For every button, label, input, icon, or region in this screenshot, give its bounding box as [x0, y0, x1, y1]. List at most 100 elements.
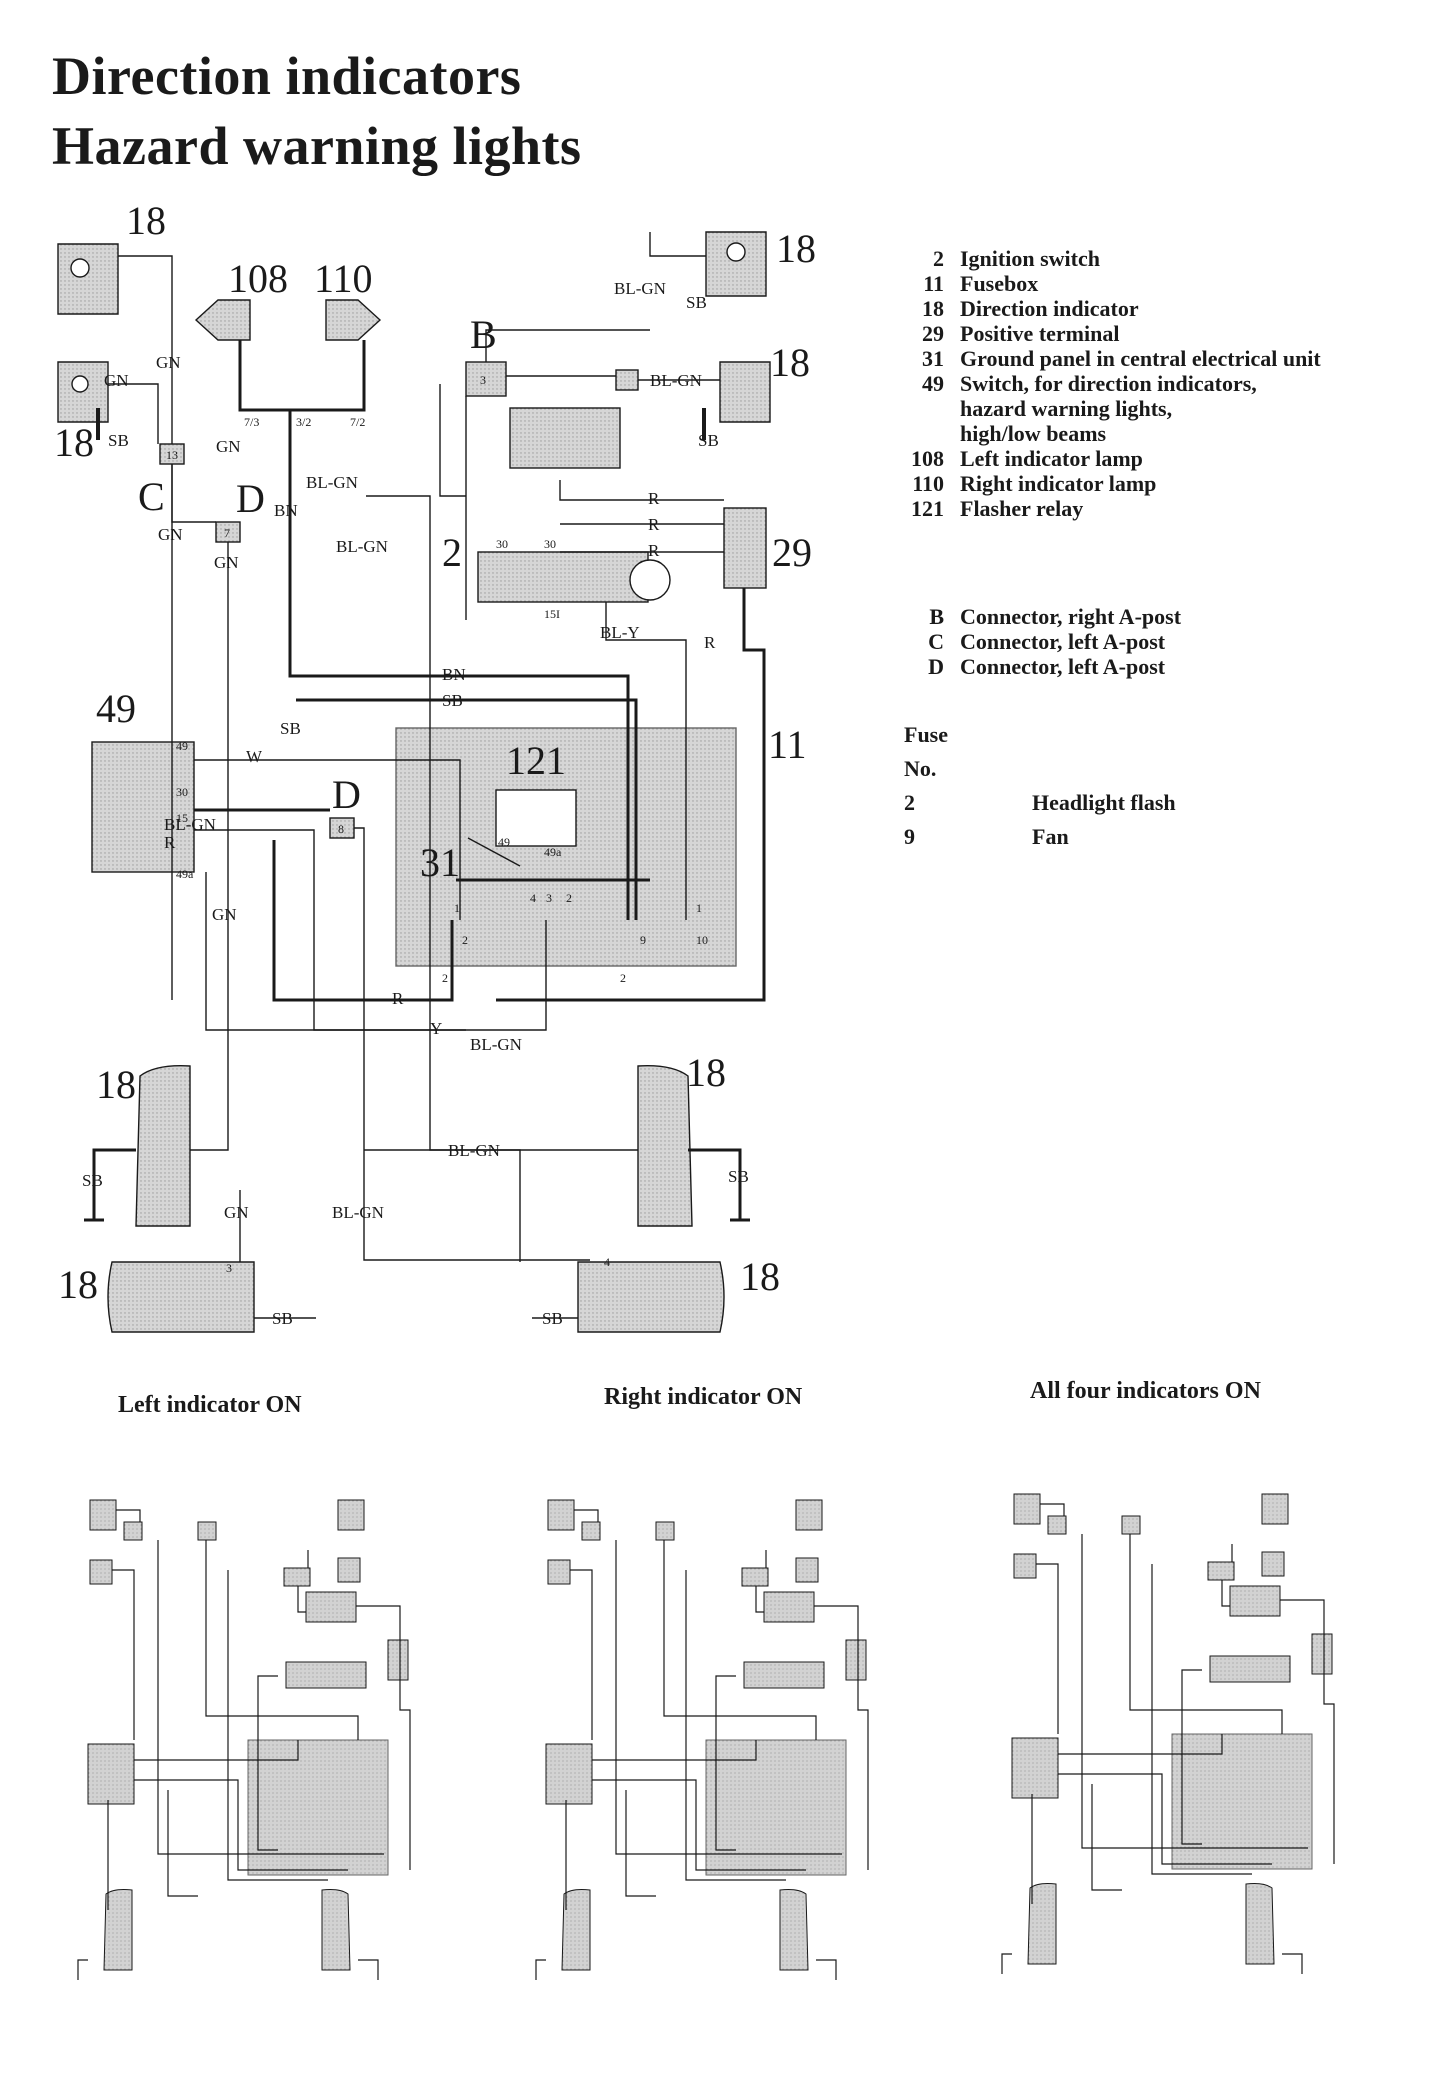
connector-text: Connector, left A-post — [960, 654, 1166, 679]
pin-3: 3 — [546, 891, 552, 905]
wire-label-gn: GN — [156, 353, 181, 372]
legend-text: Right indicator lamp — [960, 471, 1157, 496]
label-18: 18 — [58, 1262, 98, 1307]
left-indicator-lamp-108 — [194, 299, 251, 341]
label-18: 18 — [96, 1062, 136, 1107]
legend-row: 121 Flasher relay — [882, 496, 1321, 521]
wire — [118, 255, 173, 444]
bulb-icon — [726, 242, 746, 262]
pin-30: 30 — [176, 785, 188, 799]
pin-30: 30 — [496, 537, 508, 551]
legend-text: Ground panel in central electrical unit — [960, 346, 1321, 371]
wire — [194, 759, 461, 920]
wire-label-sb: SB — [728, 1167, 749, 1186]
connector-code: D — [928, 654, 944, 679]
wire-label-gn: GN — [216, 437, 241, 456]
page-title-line-2: Hazard warning lights — [52, 116, 582, 176]
caption-right-indicator: Right indicator ON — [604, 1384, 803, 1410]
pin-2: 2 — [620, 971, 626, 985]
fuse-number: 9 — [904, 824, 915, 849]
label-18: 18 — [126, 198, 166, 243]
label-c: C — [138, 474, 165, 519]
wire-label-gn: GN — [224, 1203, 249, 1222]
wire-label-y: Y — [430, 1019, 442, 1038]
pin-3: 3 — [480, 373, 486, 387]
ground-wire — [688, 1148, 742, 1220]
wire-label-sb: SB — [442, 691, 463, 710]
pin-7: 7 — [224, 526, 230, 540]
relay-contact — [467, 837, 521, 867]
legend-text: Fusebox — [960, 271, 1039, 296]
legend-row: 110 Right indicator lamp — [882, 471, 1321, 496]
legend-number: 49 — [922, 371, 944, 396]
wire-label-sb: SB — [82, 1171, 103, 1190]
legend-number: 29 — [922, 321, 944, 346]
wire — [366, 495, 638, 1151]
pin-3-2: 3/2 — [296, 415, 311, 429]
fuse-header: Fuse — [904, 722, 948, 747]
wire-label-bl-gn: BL-GN — [614, 279, 666, 298]
pin-4: 4 — [604, 1255, 610, 1269]
ignition-switch — [477, 551, 649, 603]
wire — [354, 827, 590, 1261]
pin-15: 15 — [176, 811, 188, 825]
pin-49a: 49a — [544, 845, 562, 859]
wire — [439, 384, 466, 497]
legend-number: 121 — [911, 496, 944, 521]
wire — [496, 588, 766, 1002]
legend-number: 110 — [912, 471, 944, 496]
connector-block — [615, 369, 639, 391]
ground-wire — [92, 1148, 136, 1220]
bulb-icon — [71, 375, 89, 393]
wire — [238, 340, 366, 412]
label-18: 18 — [740, 1254, 780, 1299]
pin-15i: 15I — [544, 607, 560, 621]
wire-label-r: R — [704, 633, 716, 652]
label-31: 31 — [420, 840, 460, 885]
wire-label-bl-gn: BL-GN — [336, 537, 388, 556]
label-2: 2 — [442, 530, 462, 575]
label-11: 11 — [768, 722, 807, 767]
wire-label-r: R — [648, 541, 660, 560]
pin-49a: 49a — [176, 867, 194, 881]
wire-label-sb: SB — [698, 431, 719, 450]
wire-label-sb: SB — [272, 1309, 293, 1328]
wire-label-bl-gn: BL-GN — [164, 815, 216, 834]
bumper-left-indicator-lamp — [107, 1261, 255, 1333]
bulb-icon — [70, 258, 90, 278]
wire-label-w: W — [246, 747, 263, 766]
connector-b — [465, 361, 507, 397]
wire-label-bl-gn: BL-GN — [448, 1141, 500, 1160]
label-18: 18 — [770, 340, 810, 385]
wire-label-bn: BN — [274, 501, 298, 520]
wire — [108, 383, 159, 444]
label-d: D — [236, 476, 265, 521]
wire — [364, 1149, 521, 1262]
legend-row: 11 Fusebox — [882, 271, 1321, 296]
pin-49: 49 — [498, 835, 510, 849]
pin-10: 10 — [696, 933, 708, 947]
wire — [205, 872, 547, 1031]
direction-indicator-switch — [91, 741, 195, 873]
legend-text: Flasher relay — [960, 496, 1084, 521]
label-b: B — [470, 312, 497, 357]
label-18: 18 — [686, 1050, 726, 1095]
legend-text: Positive terminal — [960, 321, 1120, 346]
wire — [649, 232, 706, 257]
front-left-indicator-lamp — [57, 243, 119, 315]
wire — [190, 542, 229, 1151]
connector-code: C — [928, 629, 944, 654]
connector-code: B — [929, 604, 944, 629]
legend-number: 18 — [922, 296, 944, 321]
flasher-relay — [495, 789, 577, 847]
fuse-text: Fan — [1032, 824, 1069, 849]
rear-right-indicator-lamp — [637, 1065, 693, 1227]
legend-number: 11 — [923, 271, 944, 296]
legend-text: Left indicator lamp — [960, 446, 1143, 471]
pin-9: 9 — [640, 933, 646, 947]
